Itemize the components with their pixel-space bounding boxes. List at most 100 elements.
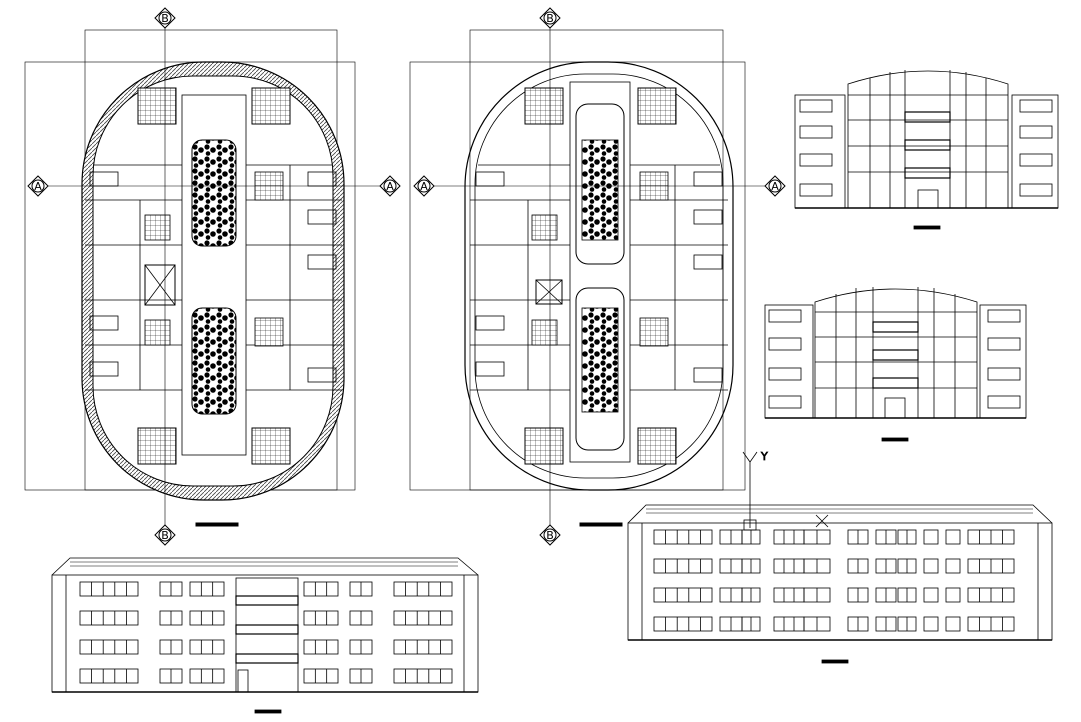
window-grid	[653, 529, 1015, 632]
scale-bar-plan-2	[579, 522, 623, 527]
roof-parapet	[51, 557, 479, 576]
long-elevation-left	[51, 557, 479, 714]
planter-bottom	[191, 307, 237, 415]
curtain-wall-grid	[848, 70, 1008, 208]
window	[393, 668, 453, 684]
rooms-left	[85, 164, 182, 391]
curtain-wall-grid	[815, 287, 977, 418]
side-windows	[768, 309, 1021, 409]
scale-bar-elev-1	[913, 225, 941, 230]
core-top-left	[137, 87, 177, 125]
curved-glass-facade	[814, 288, 978, 419]
ucs-icon: Y	[742, 450, 829, 531]
axis-marker-a-left: A	[27, 175, 49, 197]
axis-label: B	[546, 12, 554, 25]
scale-bar-elev-2	[881, 437, 909, 442]
window	[79, 668, 139, 684]
window	[923, 587, 939, 603]
window	[303, 639, 339, 655]
floor-plan-2	[409, 28, 765, 527]
axis-marker-b-bottom: B	[154, 524, 176, 546]
window	[945, 616, 961, 632]
window	[945, 529, 961, 545]
window	[303, 610, 339, 626]
roof-parapet	[627, 504, 1053, 524]
core-bottom-right	[637, 427, 677, 465]
window	[393, 581, 453, 597]
roof-railing	[70, 561, 458, 567]
planter-bottom	[581, 307, 619, 413]
planter-bottom-frame	[575, 287, 625, 451]
window	[653, 616, 713, 632]
axis-label: B	[161, 12, 169, 25]
axis-markers-plan-2: A A B B	[413, 7, 786, 546]
curved-glass-facade	[847, 70, 1009, 209]
core-top-right	[637, 87, 677, 125]
window	[653, 558, 713, 574]
window	[189, 610, 225, 626]
rooms-right	[630, 164, 728, 391]
window	[393, 610, 453, 626]
entrance-door	[237, 669, 249, 693]
window-grid	[79, 581, 453, 684]
dimension-frame	[409, 61, 746, 491]
axis-marker-a-right: A	[379, 175, 401, 197]
axis-label: A	[420, 180, 428, 193]
plan-inner-wall	[92, 75, 334, 487]
window	[79, 639, 139, 655]
planter-top	[581, 139, 619, 241]
window	[303, 581, 339, 597]
side-windows	[799, 99, 1053, 197]
core-top-left	[524, 87, 564, 125]
long-elevation-right	[627, 504, 1053, 664]
axis-label: B	[546, 529, 554, 542]
central-stair-bay	[235, 577, 299, 693]
dimension-frame-top	[469, 29, 724, 491]
core-bottom-right	[251, 427, 291, 465]
window	[189, 668, 225, 684]
plan-inner-wall	[474, 73, 724, 479]
axis-label: A	[34, 180, 42, 193]
front-elevation-small-1	[794, 70, 1059, 230]
facade-body	[627, 522, 1053, 641]
window	[189, 581, 225, 597]
window	[189, 639, 225, 655]
window	[79, 581, 139, 597]
entrance-door	[884, 397, 906, 419]
window	[945, 558, 961, 574]
core-bottom-left	[137, 427, 177, 465]
window	[653, 529, 713, 545]
axis-label: A	[386, 180, 394, 193]
window	[773, 616, 805, 632]
window	[923, 558, 939, 574]
window	[653, 587, 713, 603]
window	[773, 529, 805, 545]
core-top-right	[251, 87, 291, 125]
balconies	[904, 111, 951, 179]
window	[923, 529, 939, 545]
axis-label: A	[771, 180, 779, 193]
window	[393, 639, 453, 655]
scale-bar-elev-4	[821, 659, 849, 664]
window	[773, 587, 805, 603]
axis-markers-plan-1: A A B B	[27, 7, 401, 546]
axis-marker-b-bottom: B	[539, 524, 561, 546]
entrance-door	[917, 189, 939, 209]
window	[923, 616, 939, 632]
axis-marker-a-right: A	[764, 175, 786, 197]
window	[773, 558, 805, 574]
ucs-y-label: Y	[760, 450, 768, 463]
core-bottom-left	[524, 427, 564, 465]
window	[945, 587, 961, 603]
planter-top-frame	[575, 103, 625, 265]
axis-marker-b-top: B	[539, 7, 561, 29]
central-corridor	[569, 81, 631, 463]
stair-landings	[235, 595, 299, 664]
rooms-left	[470, 164, 570, 391]
front-elevation-small-2	[764, 287, 1027, 442]
axis-marker-b-top: B	[154, 7, 176, 29]
axis-label: B	[161, 529, 169, 542]
roof-railing	[646, 508, 1033, 514]
scale-bar-elev-3	[254, 709, 282, 714]
